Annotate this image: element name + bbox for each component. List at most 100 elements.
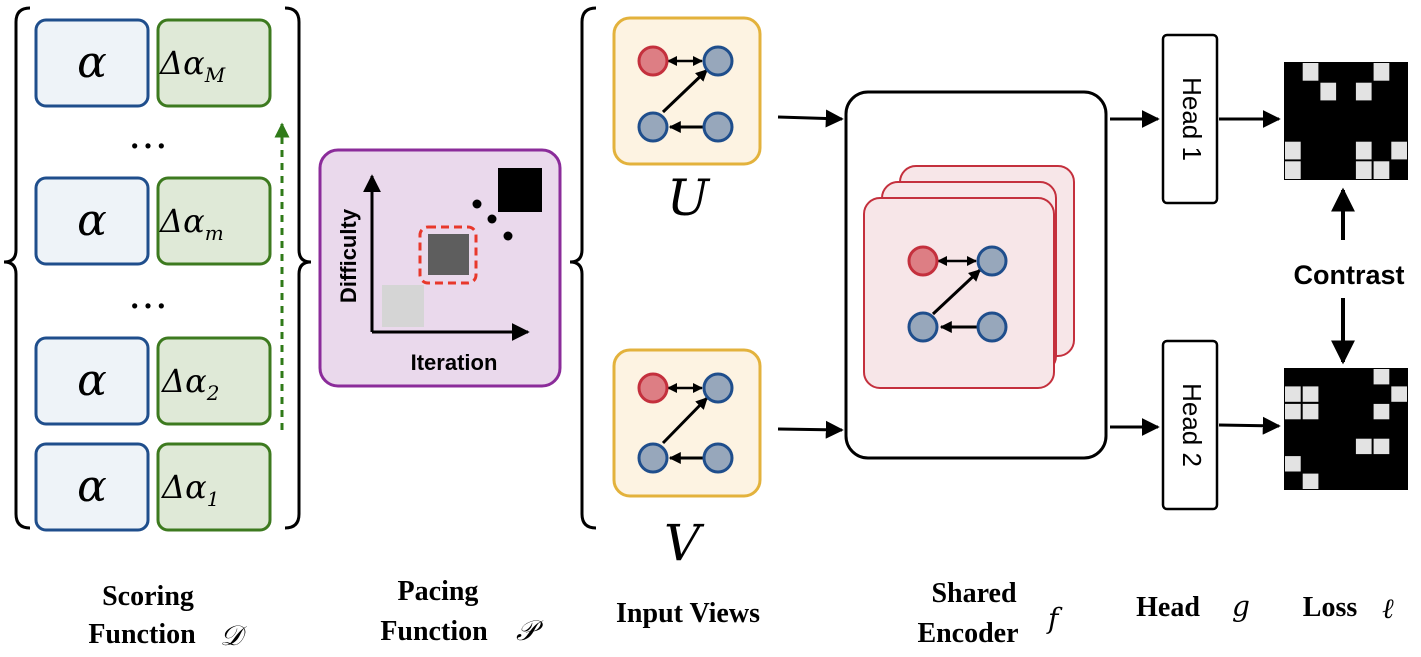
alpha-symbol: α [77, 37, 107, 88]
graph-node [976, 311, 1008, 343]
matrix-cell [1373, 369, 1390, 385]
edge [661, 396, 709, 445]
matrix-background [1284, 368, 1408, 490]
delta-alpha-label: Δα2 [160, 362, 219, 405]
current-selection [418, 225, 478, 285]
ellipsis: … [128, 272, 168, 318]
loss-caption: Loss [1303, 592, 1358, 623]
alpha-box [34, 442, 150, 532]
arrow-head2-to-loss [1218, 416, 1281, 435]
encoder-symbol: f [1046, 602, 1063, 635]
encoder-caption-line1: Shared [931, 578, 1016, 609]
matrix-cell [1285, 456, 1301, 472]
head-caption: Head [1136, 592, 1200, 623]
matrix-cell [1285, 403, 1301, 420]
delta-alpha-box [156, 176, 272, 266]
pacing-symbol: 𝒫 [516, 614, 544, 647]
views-brace [569, 6, 597, 530]
head1-box [1161, 33, 1219, 205]
matrix-cell [1285, 161, 1301, 179]
matrix-cell [1355, 141, 1372, 160]
graph-node [637, 442, 669, 474]
matrix-cell [1355, 161, 1372, 179]
matrix-cell [1355, 438, 1372, 455]
delta-alpha-box [156, 442, 272, 532]
arrow-v-to-encoder [777, 420, 844, 439]
head2-box [1161, 339, 1219, 511]
delta-alpha-label: Δα1 [160, 468, 219, 511]
alpha-box [34, 176, 150, 266]
dot [503, 231, 513, 241]
view-v-box [612, 348, 762, 498]
matrix-cell [1391, 141, 1407, 160]
pacing-caption-line2: Function [380, 616, 488, 647]
graph-node [702, 442, 734, 474]
view-u-label: U [667, 169, 711, 227]
dot [472, 199, 482, 209]
matrix-cell [1373, 438, 1390, 455]
encoder-layer [863, 197, 1055, 389]
x-axis-label: Iteration [411, 350, 498, 375]
delta-alpha-label: Δαm [158, 202, 224, 245]
delta-alpha-label: ΔαM [158, 44, 226, 87]
easy-sample [382, 285, 424, 327]
shared-encoder: Shared Encoder f [844, 90, 1108, 649]
scoring-symbol: 𝒟 [220, 619, 247, 652]
matrix-cell [1320, 82, 1337, 101]
head2-label: Head 2 [1177, 383, 1207, 467]
graph-node [702, 45, 734, 77]
matrix-cell [1302, 403, 1319, 420]
contrast-label: Contrast [1293, 260, 1404, 290]
projection-heads: Head 1 Head 2 Head g [1136, 33, 1250, 623]
matrix-cell [1285, 141, 1301, 160]
left-brace [3, 6, 31, 530]
graph-node [637, 111, 669, 143]
matrix-cell [1373, 63, 1390, 81]
matrix-cell [1391, 386, 1407, 402]
graph-node-anchor [907, 245, 939, 277]
head-symbol: g [1232, 590, 1250, 623]
graph-node [907, 311, 939, 343]
matrix-cell [1355, 82, 1372, 101]
loss-symbol: ℓ [1382, 592, 1394, 625]
y-axis-label: Difficulty [336, 208, 361, 303]
matrix-cell [1285, 386, 1301, 402]
scoring-caption-line2: Function [88, 619, 196, 650]
dot [487, 214, 497, 224]
encoder-caption-line2: Encoder [917, 618, 1018, 649]
graph-node [976, 245, 1008, 277]
views-caption: Input Views [616, 598, 760, 629]
view-v-label: V [664, 514, 705, 572]
head1-label: Head 1 [1177, 77, 1207, 161]
contrastive-loss: Contrast Loss ℓ [1284, 62, 1408, 625]
graph-node-anchor [637, 372, 669, 404]
input-views: U V Input Views [569, 6, 762, 629]
similarity-matrix-bottom [1284, 368, 1408, 490]
alpha-box [34, 18, 150, 108]
edge [931, 268, 982, 316]
graph-node [702, 111, 734, 143]
graph-node-anchor [637, 45, 669, 77]
pacing-caption-line1: Pacing [398, 576, 479, 607]
alpha-symbol: α [77, 195, 107, 246]
matrix-cell [1373, 161, 1390, 179]
similarity-matrix-top [1284, 62, 1408, 180]
alpha-symbol: α [77, 461, 107, 512]
matrix-cell [1302, 473, 1319, 489]
matrix-background [1284, 62, 1408, 180]
matrix-cell [1302, 386, 1319, 402]
hard-sample [498, 168, 542, 212]
scoring-caption-line1: Scoring [102, 581, 194, 612]
matrix-cell [1373, 403, 1390, 420]
pacing-function: Difficulty Iteration Pacing Function 𝒫 [318, 148, 562, 647]
edge [661, 68, 709, 114]
right-brace [284, 6, 312, 530]
alpha-symbol: α [77, 355, 107, 406]
matrix-cell [1302, 63, 1319, 81]
ellipsis: … [128, 112, 168, 158]
delta-alpha-box [156, 336, 272, 426]
arrow-u-to-encoder [777, 109, 844, 128]
delta-alpha-box [156, 18, 272, 108]
scoring-function: α ΔαM … α Δαm … α Δα2 α Δα1 Scoring Func… [3, 6, 312, 652]
